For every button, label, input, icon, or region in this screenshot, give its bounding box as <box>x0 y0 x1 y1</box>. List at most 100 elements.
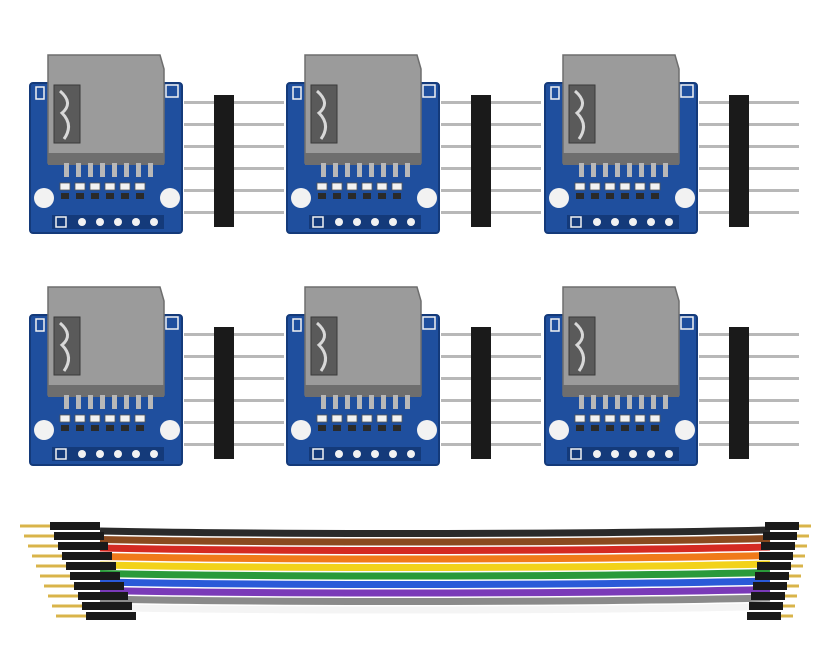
square-pad <box>570 448 582 460</box>
connector-housing <box>757 562 791 570</box>
sd-module <box>544 54 799 234</box>
through-hole-pad <box>150 218 158 226</box>
through-hole-pad <box>647 450 655 458</box>
connector-pin <box>787 584 799 588</box>
slot-contact-leg <box>615 163 620 177</box>
connector-housing <box>70 572 120 580</box>
slot-contact-leg <box>369 163 374 177</box>
smd-component <box>649 414 661 423</box>
smd-component <box>318 425 326 431</box>
smd-component <box>333 193 341 199</box>
connector-pin <box>781 614 793 618</box>
connector-pin <box>789 574 801 578</box>
corner-marker <box>165 84 179 98</box>
slot-contact-leg <box>603 395 608 409</box>
spring-contact <box>58 89 70 140</box>
through-hole-pad <box>593 218 601 226</box>
smd-component <box>576 193 584 199</box>
smd-component <box>89 414 101 423</box>
square-pad <box>312 216 324 228</box>
corner-marker <box>35 318 45 332</box>
smd-component <box>604 182 616 191</box>
connector-pin <box>56 614 86 618</box>
slot-contact-leg <box>381 163 386 177</box>
smd-component <box>621 193 629 199</box>
mounting-hole <box>34 420 54 440</box>
slot-bottom-lip <box>48 385 164 397</box>
through-hole-pad <box>96 218 104 226</box>
spring-contact <box>58 321 70 372</box>
connector-housing <box>58 542 108 550</box>
smd-component <box>61 193 69 199</box>
corner-marker <box>550 86 560 100</box>
through-hole-pad <box>629 450 637 458</box>
through-hole-pad <box>611 218 619 226</box>
through-hole-pad <box>611 450 619 458</box>
smd-component <box>361 414 373 423</box>
dupont-jumper-cable <box>20 522 811 620</box>
smd-component <box>121 193 129 199</box>
slot-contact-leg <box>76 163 81 177</box>
smd-component <box>391 182 403 191</box>
slot-contact-leg <box>405 395 410 409</box>
mounting-hole <box>675 188 695 208</box>
mounting-hole <box>160 420 180 440</box>
smd-component <box>391 414 403 423</box>
connector-housing <box>82 602 132 610</box>
through-hole-pad <box>665 218 673 226</box>
connector-pin <box>48 594 78 598</box>
smd-component <box>104 414 116 423</box>
smd-component <box>348 193 356 199</box>
smd-component <box>378 425 386 431</box>
pad-strip <box>309 447 421 461</box>
sd-module <box>29 54 284 234</box>
smd-component <box>361 182 373 191</box>
smd-component <box>574 182 586 191</box>
corner-marker <box>165 316 179 330</box>
spring-contact <box>315 89 327 140</box>
slot-contact-leg <box>124 395 129 409</box>
slot-contact-leg <box>381 395 386 409</box>
slot-contact-leg <box>627 163 632 177</box>
corner-marker <box>35 86 45 100</box>
corner-marker <box>292 86 302 100</box>
slot-contact-leg <box>64 163 69 177</box>
smd-component <box>76 193 84 199</box>
smd-component <box>316 414 328 423</box>
header-housing <box>214 327 234 459</box>
mounting-hole <box>417 188 437 208</box>
connector-housing <box>749 602 783 610</box>
slot-contact-leg <box>369 395 374 409</box>
slot-contact-leg <box>112 395 117 409</box>
slot-contact-leg <box>321 163 326 177</box>
header-housing <box>729 327 749 459</box>
connector-housing <box>751 592 785 600</box>
spring-window <box>310 316 338 376</box>
through-hole-pad <box>114 218 122 226</box>
connector-housing <box>54 532 104 540</box>
pad-strip <box>309 215 421 229</box>
smd-component <box>316 182 328 191</box>
jumper-wire <box>99 569 771 580</box>
through-hole-pad <box>353 450 361 458</box>
smd-component <box>76 425 84 431</box>
through-hole-pad <box>665 450 673 458</box>
pad-strip <box>52 215 164 229</box>
slot-contact-leg <box>627 395 632 409</box>
smd-component <box>333 425 341 431</box>
sd-module <box>286 286 541 466</box>
connector-housing <box>755 572 789 580</box>
slot-contact-leg <box>357 395 362 409</box>
slot-contact-leg <box>76 395 81 409</box>
connector-pin <box>32 554 62 558</box>
slot-contact-leg <box>603 163 608 177</box>
spring-contact <box>573 321 585 372</box>
header-housing <box>471 327 491 459</box>
connector-pin <box>28 544 58 548</box>
slot-contact-leg <box>651 163 656 177</box>
slot-contact-leg <box>345 395 350 409</box>
through-hole-pad <box>593 450 601 458</box>
through-hole-pad <box>407 450 415 458</box>
smd-component <box>91 193 99 199</box>
